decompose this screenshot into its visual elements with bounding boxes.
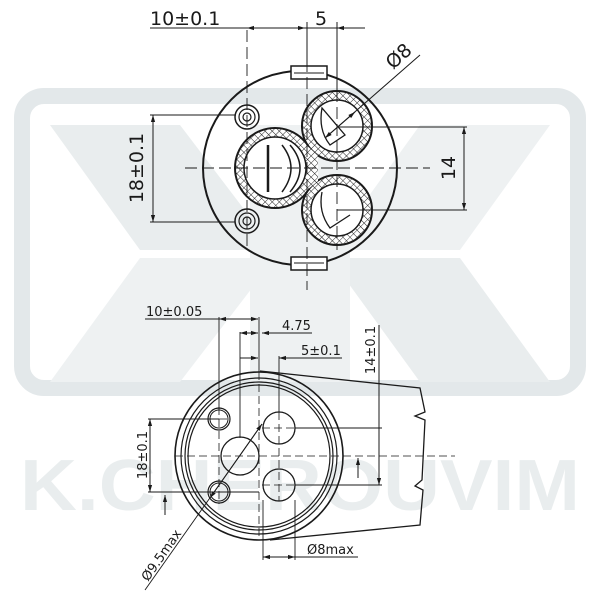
logo-chevron-left-top (50, 125, 275, 250)
dim-bottom-horizontal-3: 5±0.1 (301, 344, 341, 359)
bottom-view (144, 316, 455, 591)
dim-bottom-diameter-holes: Ø8max (307, 543, 354, 558)
dim-top-horizontal-right: 5 (315, 8, 327, 30)
dim-bottom-horizontal-1: 10±0.05 (146, 305, 202, 320)
logo-frame (14, 88, 586, 396)
logo-chevron-right-top (330, 125, 550, 250)
dim-bottom-diameter-outer: Ø9.5max (139, 527, 185, 584)
dim-top-vertical-left: 18±0.1 (126, 133, 148, 203)
logo-chevron-right-bottom (330, 258, 550, 382)
dim-bottom-vertical-left: 18±0.1 (136, 431, 151, 479)
dim-top-diameter: Ø8 (382, 39, 417, 73)
dim-top-horizontal-left: 10±0.1 (150, 8, 220, 30)
bottom-body-side (259, 370, 426, 541)
dim-top-vertical-right: 14 (438, 156, 460, 180)
logo-chevron-left-bottom (50, 258, 275, 382)
dim-bottom-horizontal-2: 4.75 (282, 319, 311, 334)
top-view (150, 22, 467, 290)
dim-bottom-vertical-right: 14±0.1 (364, 326, 379, 374)
watermark-brand-text: K.CHEROUVIM (20, 446, 580, 526)
